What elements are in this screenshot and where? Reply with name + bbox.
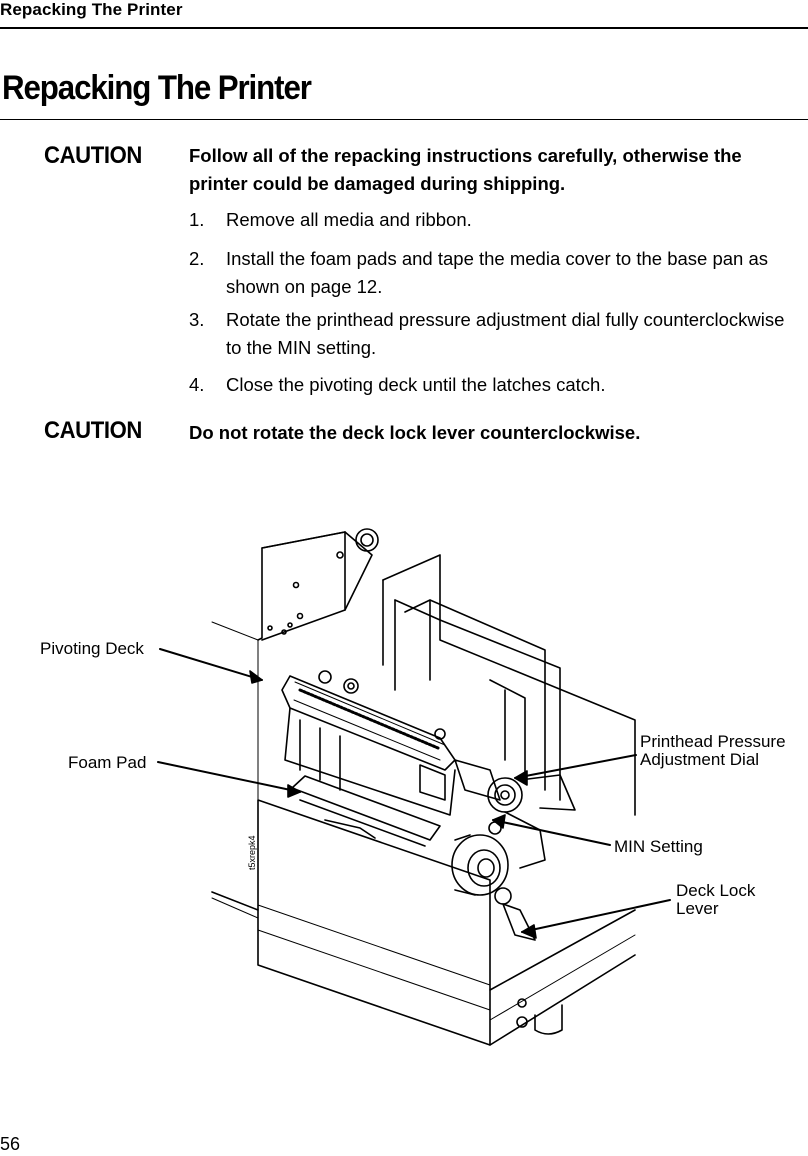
- caution-label: CAUTION: [44, 417, 143, 444]
- step-1: 1. Remove all media and ribbon.: [189, 206, 799, 234]
- step-2: 2. Install the foam pads and tape the me…: [189, 245, 799, 301]
- step-text: Install the foam pads and tape the media…: [226, 248, 768, 297]
- step-text: Close the pivoting deck until the latche…: [226, 374, 606, 395]
- printer-illustration: [157, 528, 671, 1046]
- callout-deck-lock-line1: Deck Lock: [676, 881, 756, 900]
- callout-printhead-dial-line1: Printhead Pressure: [640, 732, 786, 751]
- step-3: 3. Rotate the printhead pressure adjustm…: [189, 306, 799, 362]
- callout-pivoting-deck: Pivoting Deck: [40, 639, 144, 658]
- step-number: 3.: [189, 309, 205, 330]
- figure-code: t5xrepk4: [247, 835, 257, 870]
- callout-deck-lock-line2: Lever: [676, 899, 719, 918]
- callout-foam-pad: Foam Pad: [68, 753, 147, 772]
- step-text: Remove all media and ribbon.: [226, 209, 472, 230]
- header-rule: [0, 27, 808, 29]
- caution-text: Follow all of the repacking instructions…: [189, 145, 742, 194]
- page-number: 56: [0, 1134, 21, 1154]
- running-header: Repacking The Printer: [0, 0, 183, 19]
- callout-min-setting: MIN Setting: [614, 837, 703, 856]
- step-number: 2.: [189, 248, 205, 269]
- caution-label: CAUTION: [44, 142, 143, 169]
- page-title: Repacking The Printer: [2, 69, 312, 107]
- step-4: 4. Close the pivoting deck until the lat…: [189, 371, 799, 399]
- step-number: 1.: [189, 209, 205, 230]
- callout-printhead-dial-line2: Adjustment Dial: [640, 750, 760, 769]
- title-rule: [0, 119, 808, 120]
- step-text: Rotate the printhead pressure adjustment…: [226, 309, 785, 358]
- step-number: 4.: [189, 374, 205, 395]
- caution-text: Do not rotate the deck lock lever counte…: [189, 422, 641, 443]
